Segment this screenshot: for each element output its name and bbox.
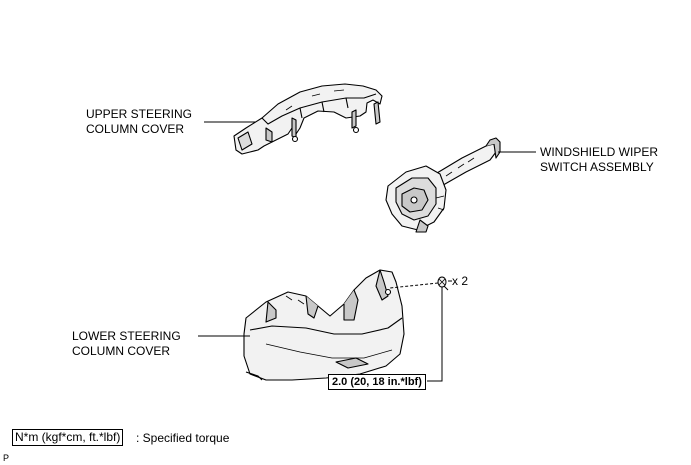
legend-description: : Specified torque <box>136 431 230 445</box>
wiper-switch-label: WINDSHIELD WIPER SWITCH ASSEMBLY <box>540 145 658 175</box>
lower-cover-label: LOWER STEERING COLUMN COVER <box>72 329 181 359</box>
corner-tag: P <box>3 453 10 463</box>
upper-cover-label-line2: COLUMN COVER <box>86 122 185 136</box>
leader-lines <box>198 121 536 382</box>
upper-steering-column-cover <box>233 83 383 155</box>
wiper-switch-label-line2: SWITCH ASSEMBLY <box>540 160 654 174</box>
legend-unit-box: N*m (kgf*cm, ft.*lbf) <box>12 429 124 446</box>
upper-cover-label: UPPER STEERING COLUMN COVER <box>86 107 192 137</box>
lower-cover-label-line1: LOWER STEERING <box>72 329 181 343</box>
windshield-wiper-switch-assembly <box>385 137 501 233</box>
torque-spec-box: 2.0 (20, 18 in.*lbf) <box>328 374 426 390</box>
screw-quantity-label: x 2 <box>452 274 469 288</box>
lower-steering-column-cover <box>243 269 405 381</box>
wiper-switch-label-line1: WINDSHIELD WIPER <box>540 145 659 159</box>
screw <box>437 276 449 291</box>
lower-cover-label-line2: COLUMN COVER <box>72 344 171 358</box>
upper-cover-label-line1: UPPER STEERING <box>86 107 193 121</box>
